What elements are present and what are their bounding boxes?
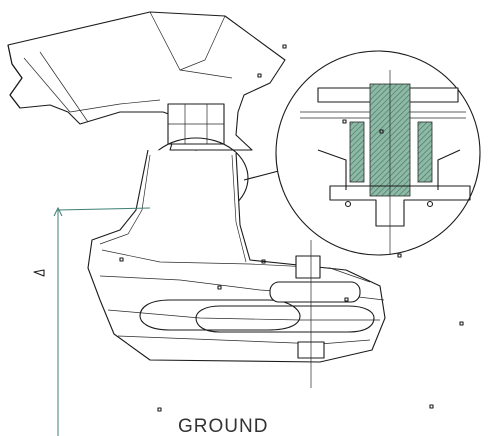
main-body xyxy=(87,149,386,388)
ground-label: GROUND xyxy=(178,416,268,436)
detail-circle-right xyxy=(275,50,481,256)
mount-block xyxy=(167,103,225,145)
upper-bracket xyxy=(7,11,286,151)
ground-reference xyxy=(53,206,151,436)
dimension-marks xyxy=(119,44,464,412)
side-arrow-icon xyxy=(33,269,45,277)
